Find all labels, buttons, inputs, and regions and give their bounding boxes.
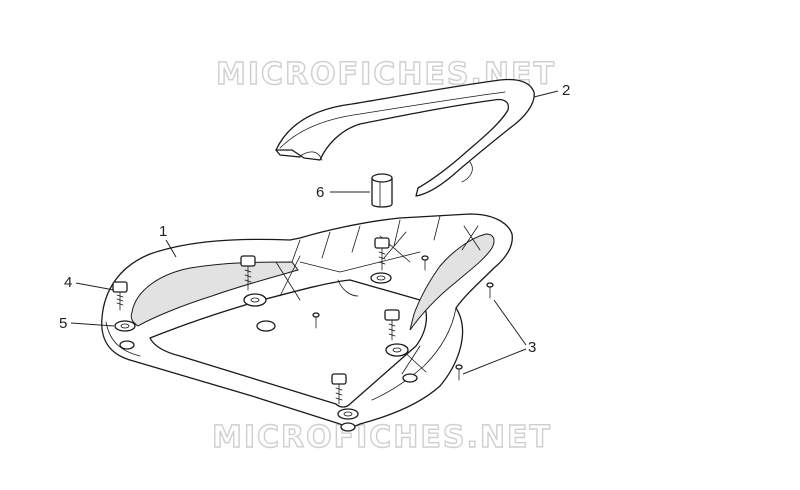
svg-text:5: 5 [59, 315, 67, 332]
svg-text:2: 2 [562, 82, 570, 99]
watermark-top: MICROFICHES.NET [216, 57, 556, 92]
svg-text:4: 4 [64, 274, 72, 291]
bolt [240, 255, 256, 291]
part-1-rack-plate [101, 213, 513, 432]
part-5-washers [114, 272, 409, 420]
callout-4: 4 [64, 274, 115, 291]
callout-3: 3 [462, 299, 536, 375]
screw [312, 312, 320, 329]
part-6-spacer [371, 173, 393, 208]
callout-2: 2 [533, 82, 570, 99]
watermark-bottom: MICROFICHES.NET [212, 420, 552, 455]
bolt [331, 373, 347, 405]
callout-6: 6 [316, 184, 370, 201]
callout-1: 1 [159, 223, 177, 258]
part-3-screws [312, 255, 494, 381]
bolt [112, 281, 128, 311]
part-2-grab-handle [275, 78, 535, 197]
svg-text:3: 3 [528, 339, 536, 356]
part-4-bolts [112, 237, 400, 405]
screw [455, 364, 463, 381]
screw [486, 282, 494, 299]
bolt [384, 309, 400, 341]
svg-text:6: 6 [316, 184, 324, 201]
screw [421, 255, 429, 271]
callout-5: 5 [59, 315, 115, 332]
bolt [374, 237, 390, 271]
svg-text:1: 1 [159, 223, 167, 240]
